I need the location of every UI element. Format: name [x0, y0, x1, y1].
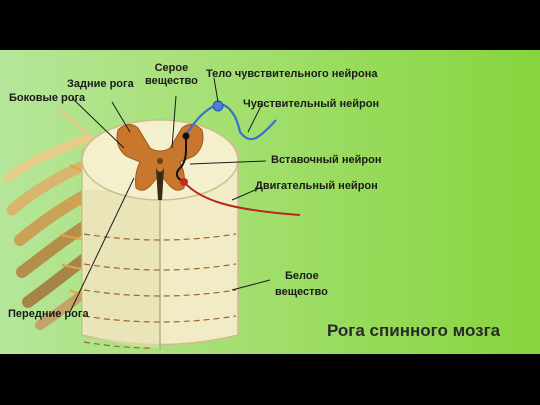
label-dorsal-horns: Задние рога — [67, 78, 134, 90]
interneuron-path — [175, 136, 187, 183]
spinal-cord-illustration — [3, 77, 301, 350]
label-lateral-horns: Боковые рога — [9, 92, 86, 104]
interneuron-body — [182, 132, 190, 140]
central-canal — [157, 158, 163, 164]
label-interneuron: Вставочный нейрон — [271, 154, 382, 166]
label-white-matter: Белое вещество — [275, 270, 328, 299]
nerve-fiber — [59, 108, 97, 142]
label-sensory-body: Тело чувствительного нейрона — [206, 68, 378, 80]
label-ventral-horns: Передние рога — [8, 308, 89, 320]
motor-neuron-body — [180, 178, 188, 186]
label-sensory-neuron: Чувствительный нейрон — [243, 98, 380, 110]
diagram-title: Рога спинного мозга — [327, 321, 501, 340]
segment-lines — [83, 233, 237, 349]
sensory-neuron-body — [212, 100, 224, 112]
cord-shade — [84, 190, 160, 348]
label-gray-matter-line1: Серое — [154, 62, 189, 74]
nerve-roots — [3, 108, 103, 330]
label-white-matter-line2: вещество — [275, 286, 328, 298]
label-gray-matter-line2: вещество — [145, 75, 198, 87]
label-gray-matter: Серое вещество — [145, 62, 198, 88]
anterior-fissure — [156, 168, 164, 200]
sensory-fiber — [185, 103, 277, 141]
pointer-lines — [69, 77, 271, 313]
gray-matter — [116, 124, 204, 191]
slide-panel: Серое вещество Тело чувствительного нейр… — [0, 50, 540, 354]
motor-fiber — [183, 181, 301, 216]
label-motor-neuron: Двигательный нейрон — [255, 180, 378, 192]
label-white-matter-line1: Белое — [285, 270, 319, 282]
nerve-root — [3, 133, 93, 183]
